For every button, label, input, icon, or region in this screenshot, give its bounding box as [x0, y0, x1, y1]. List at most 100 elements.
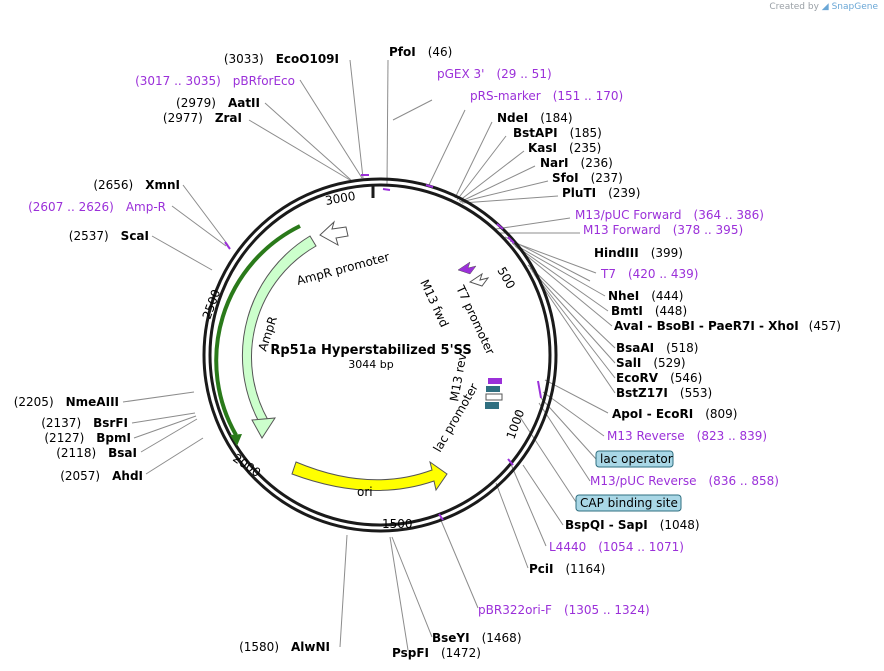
site-name: KasI — [528, 141, 557, 155]
site-label[interactable]: (2537) ScaI — [69, 229, 149, 243]
site-name: BsrFI — [93, 416, 128, 430]
lac-promoter-feature[interactable] — [485, 393, 503, 401]
tick-500: 500 — [494, 265, 518, 292]
primer-pos: (364 .. 386) — [694, 208, 764, 222]
site-label[interactable]: PfoI(46) — [389, 45, 452, 59]
primer-label[interactable]: pGEX 3'(29 .. 51) — [437, 67, 552, 81]
site-label[interactable]: BstZ17I(553) — [616, 386, 712, 400]
site-pos: (2537) — [69, 229, 109, 243]
site-name: NmeAIII — [66, 395, 119, 409]
site-label[interactable]: SalI(529) — [616, 356, 686, 370]
site-pos: (1048) — [660, 518, 700, 532]
primer-label[interactable]: pRS-marker(151 .. 170) — [470, 89, 623, 103]
cap-binding-site-box-label: CAP binding site — [580, 496, 678, 510]
site-label[interactable]: (2057)AhdI — [60, 469, 143, 483]
site-label[interactable]: PspFI(1472) — [392, 646, 481, 660]
site-name: BsaAI — [616, 341, 654, 355]
site-pos: (3033) — [224, 52, 264, 66]
primer-label[interactable]: T7(420 .. 439) — [600, 267, 698, 281]
t7-promoter-feature[interactable] — [468, 272, 490, 287]
primer-pos: (1305 .. 1324) — [564, 603, 650, 617]
right-labels: PfoI(46) pGEX 3'(29 .. 51) pRS-marker(15… — [389, 45, 841, 660]
site-label[interactable]: BsaAI (518) — [616, 341, 698, 355]
site-name: EcoRV — [616, 371, 659, 385]
site-pos: (518) — [666, 341, 698, 355]
primer-label[interactable]: M13/pUC Forward(364 .. 386) — [575, 208, 764, 222]
site-label[interactable]: BstAPI(185) — [513, 126, 602, 140]
primer-label[interactable]: L4440(1054 .. 1071) — [549, 540, 684, 554]
site-pos: (529) — [653, 356, 685, 370]
site-pos: (2979) — [176, 96, 216, 110]
site-pos: (2977) — [163, 111, 203, 125]
primer-label[interactable]: M13 Forward(378 .. 395) — [583, 223, 743, 237]
site-pos: (2127) — [44, 431, 84, 445]
primer-name: T7 — [600, 267, 616, 281]
primer-label[interactable]: M13 Reverse(823 .. 839) — [607, 429, 767, 443]
primer-label[interactable]: M13/pUC Reverse(836 .. 858) — [590, 474, 779, 488]
cap-binding-site-box[interactable] — [575, 494, 682, 512]
site-label[interactable]: NheI (444) — [608, 289, 683, 303]
site-label[interactable]: (1580) AlwNI — [239, 640, 330, 654]
primer-name: L4440 — [549, 540, 586, 554]
lac-operator-box[interactable] — [595, 450, 674, 468]
m13-fwd-label: M13 fwd — [417, 277, 451, 329]
ampr-promoter-feature[interactable] — [319, 220, 349, 247]
primer-pos: (2607 .. 2626) — [28, 200, 114, 214]
site-label[interactable]: (2118)BsaI — [56, 446, 137, 460]
site-label[interactable]: (2205) NmeAIII — [14, 395, 119, 409]
site-label[interactable]: (2137)BsrFI — [41, 416, 128, 430]
lac-operator-feature[interactable] — [486, 386, 500, 392]
m13-fwd-feature[interactable] — [457, 261, 477, 275]
primer-name: pGEX 3' — [437, 67, 484, 81]
site-label[interactable]: KasI (235) — [528, 141, 601, 155]
site-label[interactable]: AvaI - BsoBI - PaeR7I - XhoI(457) — [614, 319, 841, 333]
site-label[interactable]: BseYI(1468) — [432, 631, 522, 645]
site-pos: (1468) — [482, 631, 522, 645]
primer-name: pBRforEco — [233, 74, 295, 88]
site-pos: (444) — [651, 289, 683, 303]
site-label[interactable]: BspQI - SapI(1048) — [565, 518, 700, 532]
ori-label: ori — [357, 485, 373, 499]
site-pos: (46) — [428, 45, 453, 59]
backbone-outer-ring — [202, 177, 558, 533]
primer-label[interactable]: (3017 .. 3035)pBRforEco — [135, 74, 295, 88]
site-label[interactable]: (2979)AatII — [176, 96, 260, 110]
site-label[interactable]: HindIII(399) — [594, 246, 683, 260]
site-label[interactable]: EcoRV(546) — [616, 371, 702, 385]
ori-feature[interactable] — [291, 460, 448, 492]
site-label[interactable]: BmtI(448) — [611, 304, 687, 318]
site-pos: (1580) — [239, 640, 279, 654]
snapgene-logo-icon: ◢ — [821, 2, 829, 12]
site-name: PluTI — [562, 186, 596, 200]
plasmid-name: Rp51a Hyperstabilized 5'SS — [270, 343, 471, 358]
site-pos: (235) — [569, 141, 601, 155]
primer-name: M13 Reverse — [607, 429, 685, 443]
site-pos: (2057) — [60, 469, 100, 483]
site-pos: (184) — [540, 111, 572, 125]
credit-prefix: Created by — [769, 2, 819, 12]
site-name: ScaI — [121, 229, 149, 243]
site-name: ZraI — [215, 111, 242, 125]
site-label[interactable]: (2656)XmnI — [93, 178, 180, 192]
site-label[interactable]: NarI(236) — [540, 156, 613, 170]
site-label[interactable]: NdeI(184) — [497, 111, 573, 125]
site-label[interactable]: (3033)EcoO109I — [224, 52, 339, 66]
site-name: NheI — [608, 289, 639, 303]
site-label[interactable]: (2127)BpmI — [44, 431, 131, 445]
site-label[interactable]: PciI(1164) — [529, 562, 605, 576]
m13-rev-feature[interactable] — [488, 378, 502, 384]
site-name: AlwNI — [291, 640, 330, 654]
site-pos: (2205) — [14, 395, 54, 409]
cap-binding-feature[interactable] — [485, 402, 499, 409]
primer-marks — [224, 174, 542, 521]
site-label[interactable]: PluTI(239) — [562, 186, 640, 200]
primer-name: pBR322ori-F — [478, 603, 552, 617]
primer-label[interactable]: (2607 .. 2626)Amp-R — [28, 200, 166, 214]
site-label[interactable]: ApoI - EcoRI(809) — [612, 407, 737, 421]
site-pos: (237) — [591, 171, 623, 185]
snapgene-credit: Created by ◢ SnapGene — [769, 2, 878, 12]
primer-label[interactable]: pBR322ori-F (1305 .. 1324) — [478, 603, 650, 617]
site-label[interactable]: (2977) ZraI — [163, 111, 242, 125]
site-label[interactable]: SfoI(237) — [552, 171, 623, 185]
